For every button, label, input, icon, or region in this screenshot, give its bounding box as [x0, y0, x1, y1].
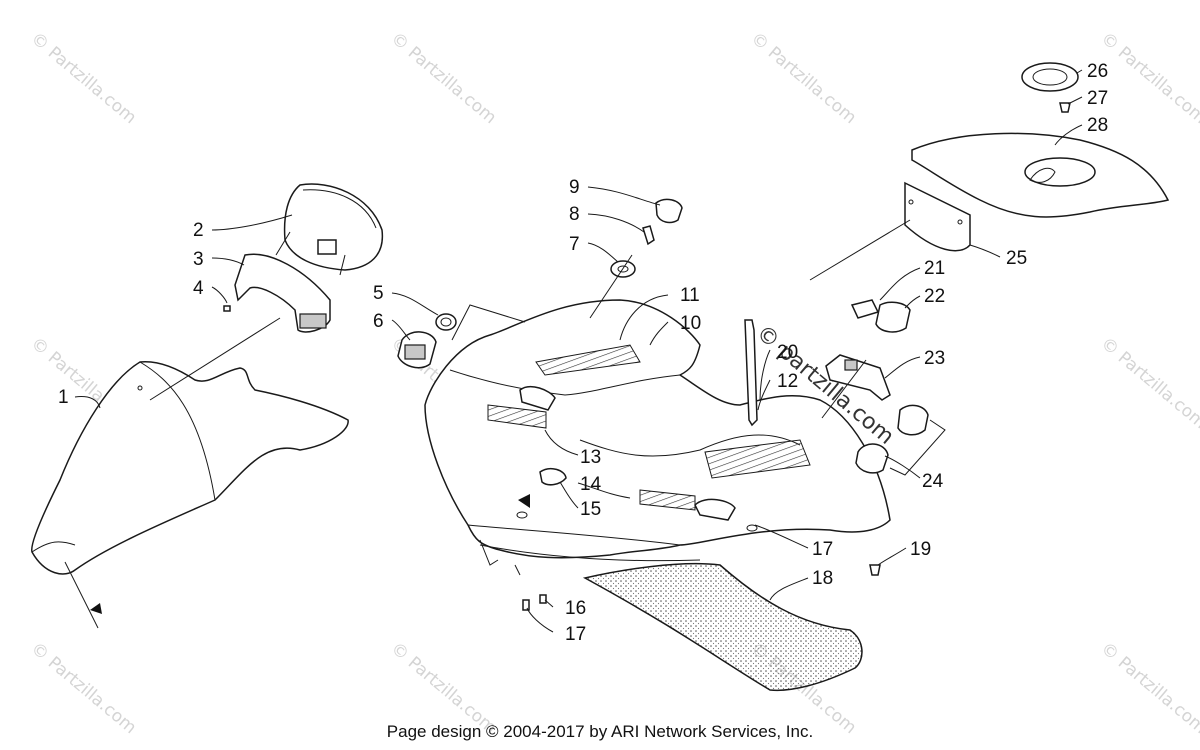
part-24-socket	[855, 404, 929, 474]
part-27-bolt	[1059, 102, 1071, 113]
part-3-bracket	[234, 253, 331, 333]
callout-15: 15	[580, 499, 601, 520]
copyright-footer: Page design © 2004-2017 by ARI Network S…	[386, 722, 814, 741]
part-16-17-screws	[522, 564, 881, 611]
watermark: © Partzilla.com	[27, 29, 140, 129]
callout-26: 26	[1087, 61, 1108, 82]
callout-27: 27	[1087, 88, 1108, 109]
part-2-gauge	[275, 183, 384, 276]
watermark: © Partzilla.com	[1097, 334, 1200, 434]
callout-4: 4	[193, 278, 204, 299]
leader-lines	[74, 69, 1083, 633]
part-22-plug	[875, 301, 911, 333]
main-console-body	[424, 299, 891, 576]
callout-5: 5	[373, 283, 384, 304]
part-1-fender	[31, 361, 349, 629]
callout-22: 22	[924, 286, 945, 307]
part-25-lens	[904, 181, 971, 252]
callout-3: 3	[193, 249, 204, 270]
callout-18: 18	[812, 568, 833, 589]
callout-12: 12	[777, 371, 798, 392]
part-5-grommet	[435, 313, 457, 331]
callout-9: 9	[569, 177, 580, 198]
part-9-cap	[655, 198, 683, 224]
part-18-foam-pad	[582, 562, 863, 692]
part-28-cover	[911, 132, 1170, 218]
callout-25: 25	[1006, 248, 1027, 269]
callout-7: 7	[569, 234, 580, 255]
callout-2: 2	[193, 220, 204, 241]
callout-16: 16	[565, 598, 586, 619]
callout-19: 19	[910, 539, 931, 560]
part-23-bracket	[825, 354, 891, 401]
callout-6: 6	[373, 311, 384, 332]
callout-17: 17	[565, 624, 586, 645]
part-8-key	[642, 225, 655, 246]
callout-10: 10	[680, 313, 701, 334]
callout-1: 1	[58, 387, 69, 408]
watermark: © Partzilla.com	[387, 29, 500, 129]
callout-17b: 17	[812, 539, 833, 560]
callout-labels: 1 2 3 4 5 6 7 8 9 10 11 12 13 14 15 16 1…	[58, 61, 1108, 645]
part-12-screw	[744, 319, 758, 427]
watermark: © Partzilla.com	[1097, 29, 1200, 129]
callout-14: 14	[580, 474, 602, 495]
callout-21: 21	[924, 258, 945, 279]
callout-8: 8	[569, 204, 580, 225]
callout-28: 28	[1087, 115, 1108, 136]
part-6-switch	[397, 331, 437, 369]
part-21-cover	[850, 299, 880, 319]
callout-11: 11	[680, 285, 700, 306]
watermark: © Partzilla.com	[747, 29, 860, 129]
part-4-screw	[223, 305, 231, 312]
callout-24: 24	[922, 471, 944, 492]
callout-13: 13	[580, 447, 601, 468]
callout-20: 20	[777, 342, 798, 363]
callout-23: 23	[924, 348, 945, 369]
part-26-ring	[1021, 62, 1079, 92]
